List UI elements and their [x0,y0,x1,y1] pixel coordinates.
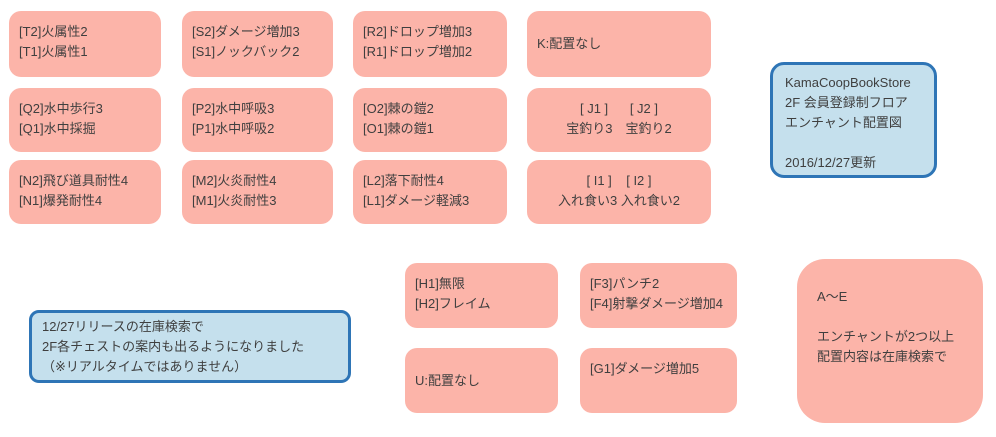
enchant-box-Q: [Q2]水中歩行3 [Q1]水中採掘 [9,88,161,152]
box-line: エンチャントが2つ以上 [817,329,955,344]
box-line: [N2]飛び道具耐性4 [19,173,129,188]
box-line: [M1]火炎耐性3 [192,193,277,208]
box-line: [M2]火炎耐性4 [192,173,277,188]
box-line: [N1]爆発耐性4 [19,193,103,208]
box-line: [T1]火属性1 [19,44,88,59]
map-title-line: KamaCoopBookStore [785,75,911,90]
box-line: [S1]ノックバック2 [192,44,300,59]
enchant-box-L: [L2]落下耐性4 [L1]ダメージ軽減3 [353,160,507,224]
enchant-box-S: [S2]ダメージ増加3 [S1]ノックバック2 [182,11,333,77]
map-title-line: 2F 会員登録制フロア [785,95,908,110]
map-updated-date: 2016/12/27更新 [785,155,877,170]
box-line: [G1]ダメージ増加5 [590,361,700,376]
enchant-box-K: K:配置なし [527,11,711,77]
enchant-box-F: [F3]パンチ2 [F4]射撃ダメージ増加4 [580,263,737,328]
notice-line: 12/27リリースの在庫検索で [42,319,204,334]
box-line: [ I1 ] [ I2 ] [586,173,652,188]
box-line: [Q2]水中歩行3 [19,101,103,116]
box-line: [T2]火属性2 [19,24,88,39]
enchant-box-P: [P2]水中呼吸3 [P1]水中呼吸2 [182,88,333,152]
enchant-box-M: [M2]火炎耐性4 [M1]火炎耐性3 [182,160,333,224]
notice-line: （※リアルタイムではありません） [42,359,248,374]
box-line: K:配置なし [537,36,602,51]
box-line: [S2]ダメージ増加3 [192,24,300,39]
box-line: [F3]パンチ2 [590,276,660,291]
box-line: [H2]フレイム [415,296,491,311]
map-title-line [785,133,922,153]
box-line: A～E [817,289,848,304]
enchant-box-G: [G1]ダメージ増加5 [580,348,737,413]
map-title-box: KamaCoopBookStore 2F 会員登録制フロア エンチャント配置図 … [770,62,937,178]
box-line [817,307,971,327]
box-line: [P1]水中呼吸2 [192,121,275,136]
box-line: [O1]棘の鎧1 [363,121,434,136]
box-line: 宝釣り3 宝釣り2 [566,121,672,136]
box-line: [P2]水中呼吸3 [192,101,275,116]
notice-line: 2F各チェストの案内も出るようになりました [42,339,305,354]
box-line: [L1]ダメージ軽減3 [363,193,470,208]
enchant-box-O: [O2]棘の鎧2 [O1]棘の鎧1 [353,88,507,152]
enchant-box-R: [R2]ドロップ増加3 [R1]ドロップ増加2 [353,11,507,77]
enchant-box-I: [ I1 ] [ I2 ] 入れ食い3 入れ食い2 [527,160,711,224]
box-line: [O2]棘の鎧2 [363,101,434,116]
enchant-box-T: [T2]火属性2 [T1]火属性1 [9,11,161,77]
box-line: 入れ食い3 入れ食い2 [557,193,681,208]
box-line: [R1]ドロップ増加2 [363,44,473,59]
box-line: U:配置なし [415,372,481,388]
box-line: 配置内容は在庫検索で [817,349,948,364]
box-line: [F4]射撃ダメージ増加4 [590,296,723,311]
box-line: [L2]落下耐性4 [363,173,444,188]
box-line: [ J1 ] [ J2 ] [579,101,659,116]
stock-search-notice-box: 12/27リリースの在庫検索で 2F各チェストの案内も出るようになりました （※… [29,310,351,383]
enchant-box-A-E: A～E エンチャントが2つ以上 配置内容は在庫検索で [797,259,983,423]
box-line: [Q1]水中採掘 [19,121,96,136]
box-line: [H1]無限 [415,276,465,291]
enchant-box-U: U:配置なし [405,348,558,413]
map-title-line: エンチャント配置図 [785,115,902,130]
enchant-box-J: [ J1 ] [ J2 ] 宝釣り3 宝釣り2 [527,88,711,152]
enchant-box-H: [H1]無限 [H2]フレイム [405,263,558,328]
box-line: [R2]ドロップ増加3 [363,24,473,39]
enchant-box-N: [N2]飛び道具耐性4 [N1]爆発耐性4 [9,160,161,224]
